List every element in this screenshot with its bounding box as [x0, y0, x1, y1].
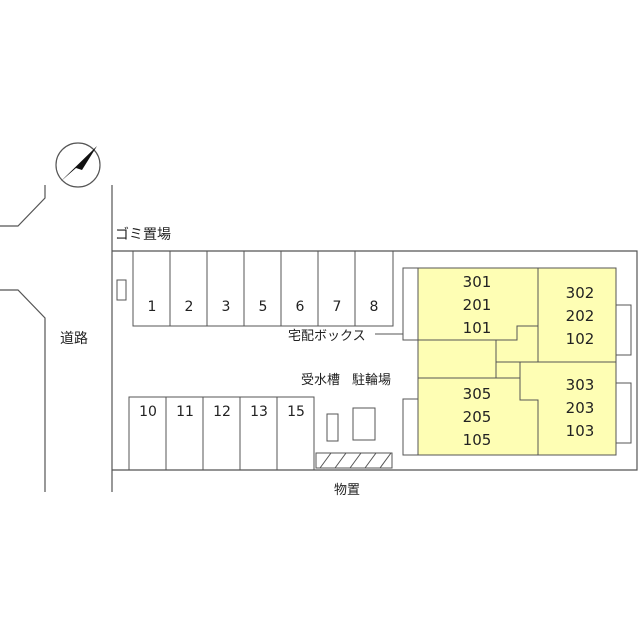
bicycle-parking-marker	[352, 407, 376, 441]
unit-number: 105	[462, 431, 492, 449]
parking-slot-label: 1	[147, 299, 157, 315]
unit-number: 302	[565, 284, 595, 302]
parking-slot-label: 5	[258, 299, 268, 315]
bicycle-parking-label: 駐輪場	[352, 373, 392, 388]
parking-slot-label: 3	[221, 299, 231, 315]
parking-slot-label: 11	[176, 404, 194, 420]
unit-number: 102	[565, 330, 595, 348]
parking-bottom-row	[128, 396, 315, 470]
parking-slot-label: 15	[287, 404, 305, 420]
unit-number: 203	[565, 399, 595, 417]
unit-number: 205	[462, 408, 492, 426]
unit-number: 303	[565, 376, 595, 394]
parking-slot-label: 7	[332, 299, 342, 315]
delivery-box-label: 宅配ボックス	[288, 329, 366, 344]
compass-north-icon	[55, 142, 101, 188]
site-boundary	[111, 185, 638, 492]
garbage-area-label: ゴミ置場	[115, 227, 171, 243]
parking-slot-label: 13	[250, 404, 268, 420]
road-label: 道路	[60, 331, 88, 347]
parking-top-row	[132, 251, 394, 327]
unit-number: 301	[462, 273, 492, 291]
unit-number: 101	[462, 319, 492, 337]
unit-number: 202	[565, 307, 595, 325]
parking-slot-label: 2	[184, 299, 194, 315]
storage-label: 物置	[334, 483, 361, 498]
parking-slot-label: 10	[139, 404, 157, 420]
road-curb	[0, 185, 46, 492]
apartment-building	[402, 267, 632, 456]
unit-number: 103	[565, 422, 595, 440]
unit-number: 305	[462, 385, 492, 403]
water-tank-marker	[326, 413, 339, 442]
unit-number: 201	[462, 296, 492, 314]
storage-shed	[315, 452, 393, 469]
garbage-area-marker	[116, 279, 127, 301]
water-tank-label: 受水槽	[301, 373, 341, 388]
parking-slot-label: 8	[369, 299, 379, 315]
parking-slot-label: 12	[213, 404, 231, 420]
parking-slot-label: 6	[295, 299, 305, 315]
